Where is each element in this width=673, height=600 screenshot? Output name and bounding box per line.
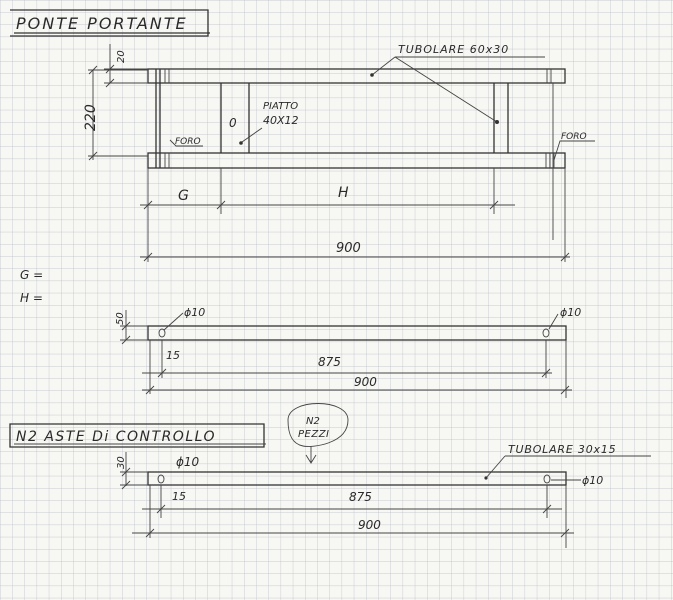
bottom-phi10-left: ϕ10 xyxy=(176,455,200,469)
middle-bar xyxy=(147,325,567,341)
foro-left-label: FORO xyxy=(175,137,201,147)
bottom-bar xyxy=(147,471,567,486)
dim-50-label: 50 xyxy=(115,312,126,325)
dim-900-a-label: 900 xyxy=(336,241,361,256)
dim-900-a xyxy=(140,168,570,262)
middle-phi-leaders xyxy=(163,312,559,331)
dim-900-c xyxy=(132,485,574,548)
middle-phi10-left: ϕ10 xyxy=(184,306,205,319)
ponte-portante-title-box: PONTE PORTANTE xyxy=(10,9,210,37)
dim-875-a xyxy=(142,340,552,378)
tubolare-bottom-leader xyxy=(484,455,651,481)
ponte-portante-title: PONTE PORTANTE xyxy=(16,14,188,33)
foro-left-leader xyxy=(169,139,203,147)
dim-15-a xyxy=(149,340,163,394)
foro-right-label: FORO xyxy=(561,132,587,142)
bottom-phi10-right: ϕ10 xyxy=(582,474,603,487)
dim-g-label: G xyxy=(178,188,189,204)
aste-title: N2 ASTE Di CONTROLLO xyxy=(16,429,216,445)
dim-30-label: 30 xyxy=(116,456,127,469)
dim-900-b-label: 900 xyxy=(354,375,377,389)
dim-875-b xyxy=(142,485,562,518)
dim-50 xyxy=(120,310,148,345)
dim-30 xyxy=(120,452,148,490)
dim-15-a-label: 15 xyxy=(166,349,180,362)
dim-h-label: H xyxy=(338,185,349,201)
ponte-frame xyxy=(147,68,566,169)
tubolare-top-leader xyxy=(370,56,545,124)
dim-g-h xyxy=(140,168,515,262)
dim-220 xyxy=(88,65,148,161)
bubble-line1: N2 xyxy=(306,416,320,427)
foro-right-leader xyxy=(552,83,595,240)
aste-title-box xyxy=(9,423,266,448)
dim-15-b-label: 15 xyxy=(172,490,186,503)
dim-875-b-label: 875 xyxy=(349,490,372,504)
tubolare-bottom-label: TUBOLARE 30x15 xyxy=(508,443,616,456)
dim-875-a-label: 875 xyxy=(318,355,341,369)
n2-pezzi-bubble xyxy=(287,403,349,464)
dim-15-b xyxy=(149,485,162,538)
h-equals: H = xyxy=(20,291,43,305)
middle-phi10-right: ϕ10 xyxy=(560,306,581,319)
dim-900-c-label: 900 xyxy=(358,518,381,532)
piatto-label-line2: 40X12 xyxy=(263,114,299,127)
g-equals: G = xyxy=(20,268,43,282)
tubolare-top-label: TUBOLARE 60x30 xyxy=(398,43,509,56)
zero-mark: 0 xyxy=(229,116,237,130)
dim-900-b xyxy=(142,340,572,398)
dim-20-label: 20 xyxy=(116,50,127,63)
piatto-leader xyxy=(239,127,263,145)
dim-220-label: 220 xyxy=(83,104,99,131)
bubble-line2: PEZZI xyxy=(298,429,330,440)
piatto-label-line1: PIATTO xyxy=(263,101,298,112)
dim-20 xyxy=(104,44,148,88)
